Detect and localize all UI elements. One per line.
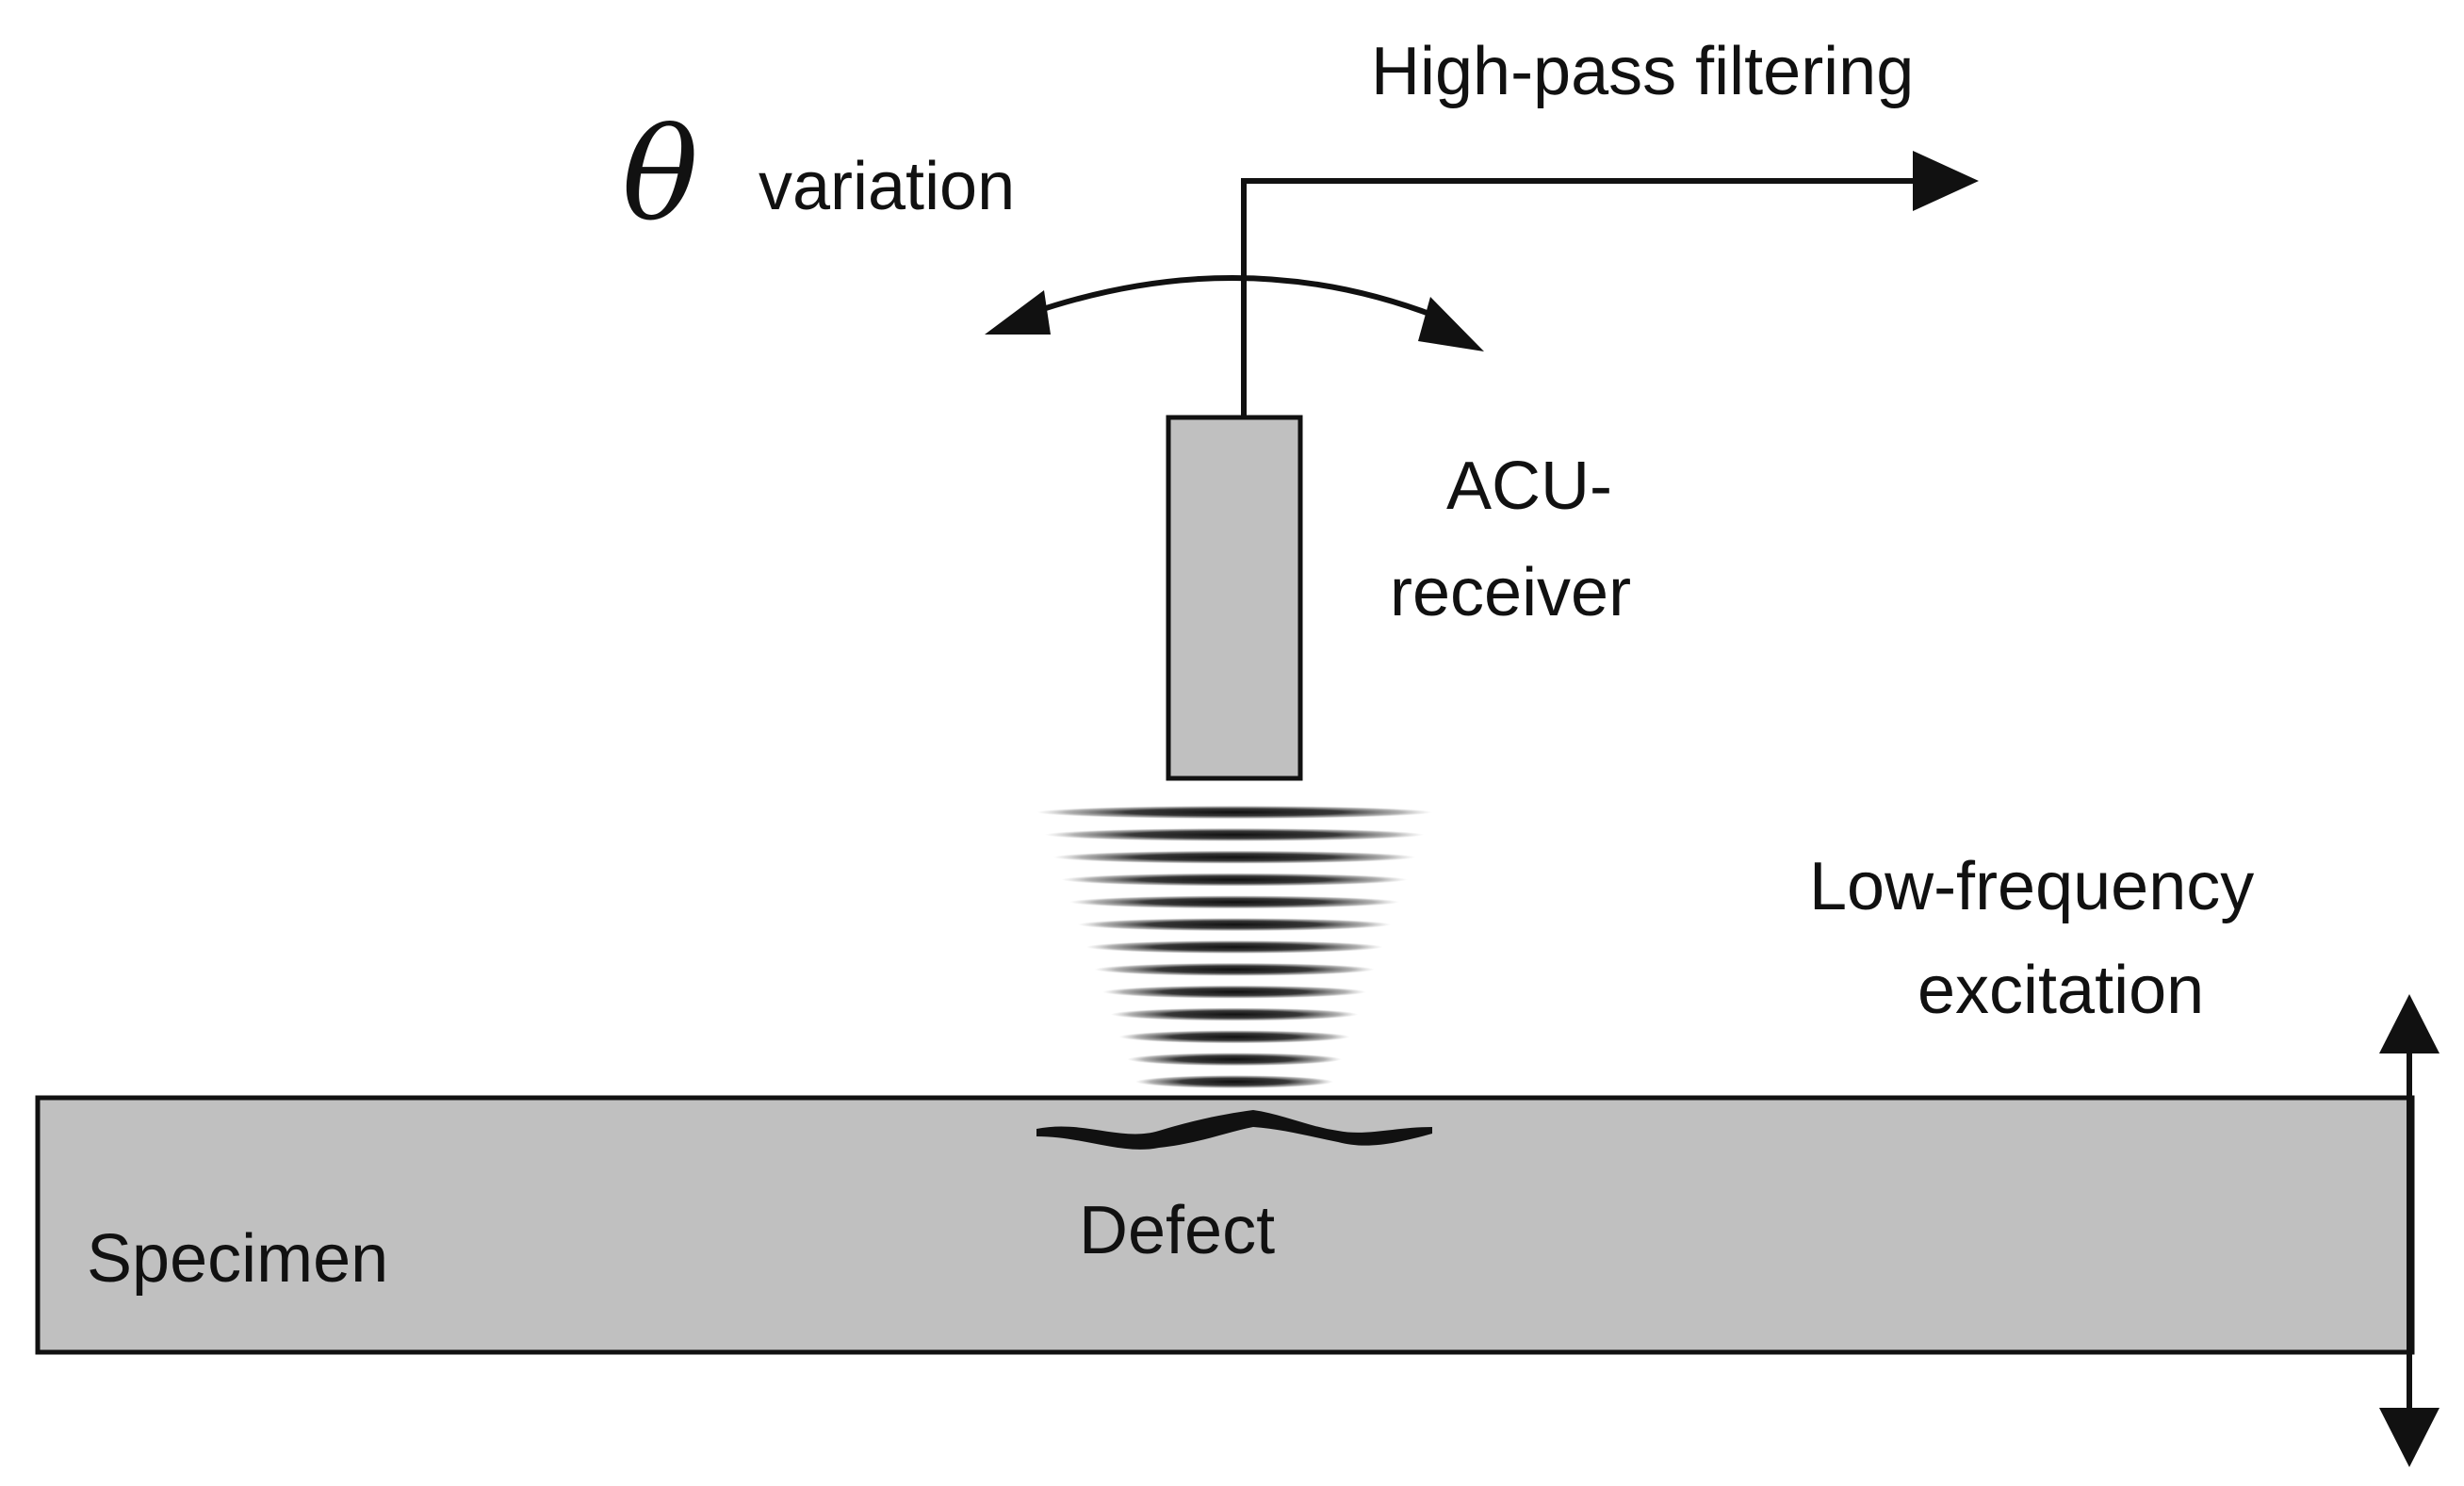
signal-cable <box>1241 178 1927 419</box>
theta-variation-arc <box>1031 275 1444 321</box>
specimen-label: Specimen <box>87 1221 388 1297</box>
specimen-plate <box>35 1095 2415 1355</box>
acu-receiver-transducer <box>1166 415 1303 781</box>
high-pass-arrowhead <box>1913 151 1979 211</box>
wave-front <box>1069 895 1399 909</box>
ultrasonic-waves <box>1036 806 1432 1088</box>
wave-front <box>1135 1075 1333 1088</box>
defect-crack <box>1036 1110 1432 1150</box>
excitation-arrow-up <box>2379 994 2440 1053</box>
acu-receiver-label-line1: ACU- <box>1446 449 1612 524</box>
wave-front <box>1094 962 1375 976</box>
excitation-label-line2: excitation <box>1917 953 2204 1028</box>
wave-front <box>1110 1007 1359 1021</box>
wave-front <box>1053 850 1416 864</box>
wave-front <box>1118 1030 1350 1044</box>
wave-front <box>1044 827 1425 841</box>
wave-front <box>1102 985 1366 999</box>
theta-arrow-left <box>985 290 1051 335</box>
defect-label: Defect <box>1079 1193 1275 1268</box>
theta-arrow-right <box>1418 297 1484 351</box>
wave-front <box>1127 1053 1342 1067</box>
high-pass-filtering-label: High-pass filtering <box>1371 34 1914 109</box>
low-frequency-label-line1: Low-frequency <box>1809 849 2254 924</box>
wave-front <box>1085 940 1383 954</box>
theta-symbol: θ <box>622 101 698 249</box>
theta-variation-label: variation <box>759 149 1015 224</box>
wave-front <box>1061 873 1408 887</box>
wave-front <box>1077 918 1392 932</box>
excitation-arrow-down <box>2379 1408 2440 1467</box>
acu-receiver-label-line2: receiver <box>1390 555 1631 630</box>
wave-front <box>1036 806 1432 819</box>
